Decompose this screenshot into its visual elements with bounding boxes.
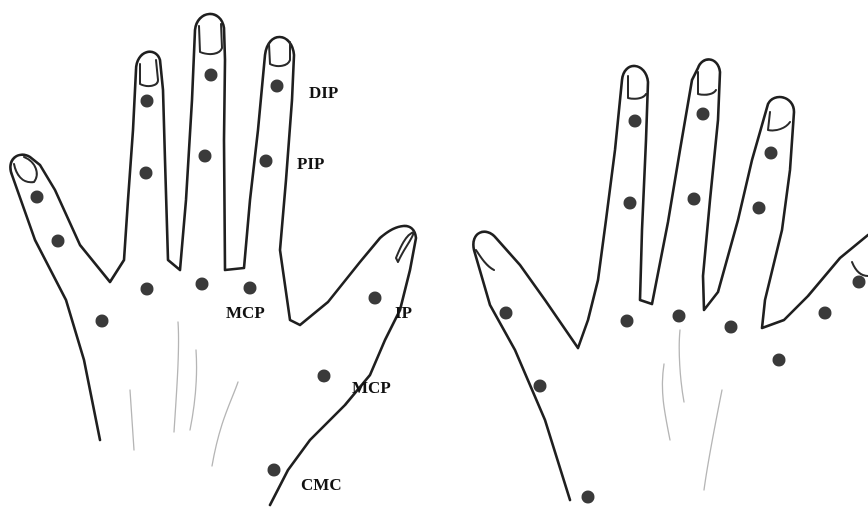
left-joint-thumb-cmc: [268, 464, 281, 477]
left-joint-middle-pip: [199, 150, 212, 163]
left-nail-index: [269, 42, 290, 66]
left-joint-ring-mcp: [141, 283, 154, 296]
right-joint-middle-mcp: [673, 310, 686, 323]
right-joint-index-pip: [624, 197, 637, 210]
right-joint-little-mcp: [773, 354, 786, 367]
right-nail-middle: [698, 72, 716, 95]
left-joint-thumb-ip: [369, 292, 382, 305]
right-nail-ring: [628, 76, 646, 99]
label-mcp-fingers: MCP: [226, 303, 265, 322]
right-joint-little-dip: [853, 276, 866, 289]
right-nail-little-a: [852, 262, 868, 276]
left-joint-little-mcp: [96, 315, 109, 328]
left-joint-middle-dip: [205, 69, 218, 82]
left-crease-1: [130, 390, 134, 450]
right-joint-middle-pip: [688, 193, 701, 206]
left-nail-middle: [199, 24, 222, 54]
right-joint-index-dip: [629, 115, 642, 128]
right-joint-thumb-mcp: [534, 380, 547, 393]
right-joint-index-mcp: [621, 315, 634, 328]
left-joint-ring-dip: [141, 95, 154, 108]
right-crease-1: [662, 364, 670, 440]
left-joint-thumb-mcp: [318, 370, 331, 383]
left-joint-index-mcp: [244, 282, 257, 295]
right-joint-middle-dip: [697, 108, 710, 121]
left-nail-ring: [140, 60, 158, 86]
left-crease-2: [174, 322, 179, 432]
label-dip: DIP: [309, 83, 338, 102]
left-joint-middle-mcp: [196, 278, 209, 291]
right-crease-3: [704, 390, 722, 490]
left-joint-little-dip: [31, 191, 44, 204]
right-nail-index: [768, 112, 790, 131]
label-cmc: CMC: [301, 475, 342, 494]
right-hand-outline: [473, 59, 868, 500]
left-joint-index-dip: [271, 80, 284, 93]
right-crease-2: [679, 330, 684, 402]
right-joint-little-pip: [819, 307, 832, 320]
label-pip: PIP: [297, 154, 324, 173]
label-mcp-thumb: MCP: [352, 378, 391, 397]
right-joint-thumb-ip: [500, 307, 513, 320]
left-joint-ring-pip: [140, 167, 153, 180]
left-hand-outline: [10, 14, 416, 505]
label-ip: IP: [395, 303, 412, 322]
left-joint-index-pip: [260, 155, 273, 168]
right-joint-thumb-cmc: [582, 491, 595, 504]
right-joint-ring-pip: [753, 202, 766, 215]
right-hand: [473, 59, 868, 503]
left-hand: DIP PIP MCP IP MCP CMC: [10, 14, 416, 505]
right-joint-ring-dip: [765, 147, 778, 160]
left-crease-3: [212, 382, 238, 466]
left-crease-4: [190, 350, 197, 430]
left-joint-little-pip: [52, 235, 65, 248]
right-joint-ring-mcp: [725, 321, 738, 334]
